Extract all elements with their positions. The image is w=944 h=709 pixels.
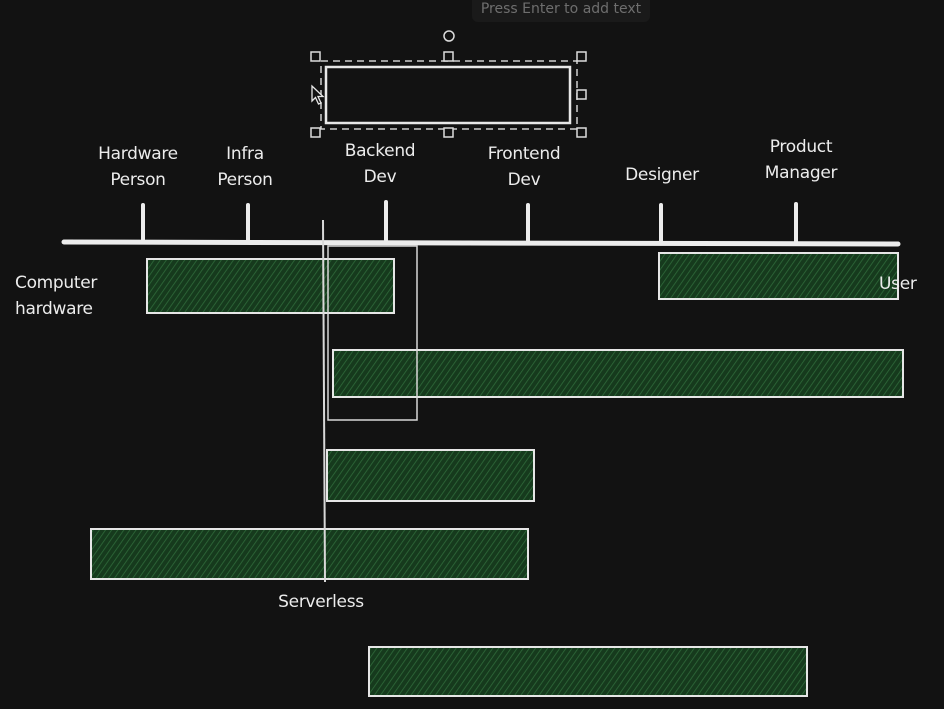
selected-text-box[interactable]: [310, 30, 587, 138]
move-cursor-icon: [311, 84, 325, 105]
user-range-bar[interactable]: [658, 252, 899, 300]
selection-outline: [320, 60, 578, 130]
label-serverless[interactable]: Serverless: [278, 592, 364, 612]
label-product-manager[interactable]: Product Manager: [764, 137, 838, 183]
label-backend-dev[interactable]: Backend Dev: [344, 141, 416, 187]
empty-text-box[interactable]: [324, 65, 572, 125]
serverless-bar[interactable]: [90, 528, 529, 580]
outline-box[interactable]: [327, 245, 418, 421]
resize-handle-n[interactable]: [443, 51, 454, 62]
resize-handle-se[interactable]: [576, 127, 587, 138]
rotate-handle[interactable]: [443, 30, 455, 42]
label-frontend-dev[interactable]: Frontend Dev: [487, 144, 561, 190]
resize-handle-s[interactable]: [443, 127, 454, 138]
timeline-axis[interactable]: [61, 239, 901, 247]
text-hint-toast: Press Enter to add text: [472, 0, 650, 22]
label-hardware-person[interactable]: Hardware Person: [98, 144, 178, 190]
label-infra-person[interactable]: Infra Person: [217, 144, 273, 190]
label-designer[interactable]: Designer: [625, 165, 699, 185]
resize-handle-nw[interactable]: [310, 51, 321, 62]
label-computer-hardware[interactable]: Computer hardware: [15, 273, 98, 319]
computer-hardware-range-bar[interactable]: [146, 258, 395, 314]
bottom-range-bar[interactable]: [368, 646, 808, 697]
resize-handle-e[interactable]: [576, 89, 587, 100]
vertical-divider-line[interactable]: [322, 219, 326, 583]
resize-handle-sw[interactable]: [310, 127, 321, 138]
backend-to-user-bar[interactable]: [332, 349, 904, 398]
backend-to-frontend-bar[interactable]: [326, 449, 535, 502]
label-user[interactable]: User: [879, 274, 917, 294]
resize-handle-ne[interactable]: [576, 51, 587, 62]
